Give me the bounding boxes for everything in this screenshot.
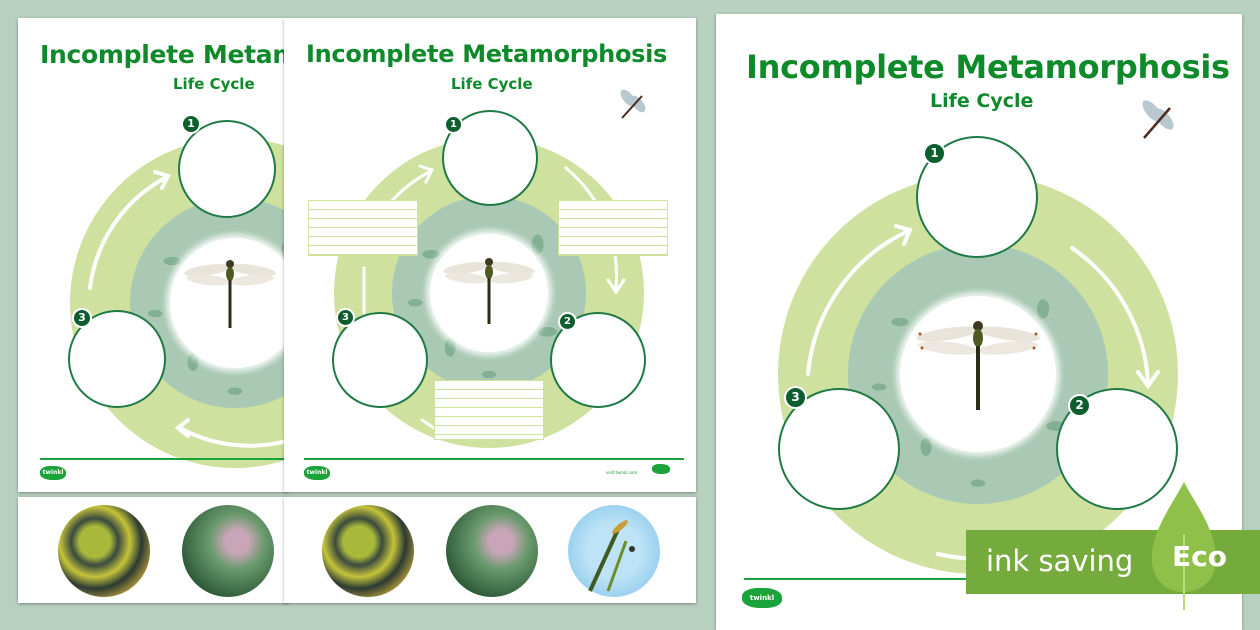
page-subtitle: Life Cycle xyxy=(451,75,533,93)
stage-circle-3[interactable] xyxy=(778,388,900,510)
twinkl-logo: twinkl xyxy=(40,466,66,480)
twinkl-logo: twinkl xyxy=(304,466,330,480)
ink-saving-label: ink saving xyxy=(986,544,1134,578)
dragonfly-image xyxy=(443,258,535,324)
dragonfly-icon xyxy=(620,89,646,119)
eco-leaf-icon xyxy=(1151,482,1217,610)
thumb-nymph-leaves xyxy=(58,505,150,597)
footer-rule xyxy=(304,458,684,460)
footer-rule xyxy=(40,458,288,460)
stage-number-3: 3 xyxy=(336,308,355,327)
thumb-nymph-stem xyxy=(446,505,538,597)
stage-number-1: 1 xyxy=(923,142,946,165)
worksheet-page-middle[interactable]: Incomplete Metamorphosis Life Cycle 1 2 … xyxy=(284,18,696,492)
stage-circle-1[interactable] xyxy=(178,120,276,218)
cutout-strip-middle xyxy=(284,497,696,603)
page-title: Incomplete Metam xyxy=(40,40,288,69)
page-title: Incomplete Metamorphosis xyxy=(306,40,668,68)
thumb-nymph-leaves xyxy=(322,505,414,597)
stage-number-2: 2 xyxy=(558,312,577,331)
worksheet-page-right[interactable]: Incomplete Metamorphosis Life Cycle 1 2 … xyxy=(716,14,1242,630)
page-subtitle: Life Cycle xyxy=(930,90,1034,112)
page-subtitle: Life Cycle xyxy=(173,75,255,93)
twinkl-logo: twinkl xyxy=(742,588,782,608)
stage-circle-2[interactable] xyxy=(550,312,646,408)
writing-box-bottom[interactable] xyxy=(434,380,544,440)
cutout-strip-left xyxy=(18,497,288,603)
stage-number-1: 1 xyxy=(181,114,201,134)
writing-box-right[interactable] xyxy=(558,200,668,256)
thumb-adult-dragonfly xyxy=(568,505,660,597)
page-title: Incomplete Metamorphosis xyxy=(746,48,1230,86)
stage-number-1: 1 xyxy=(444,115,463,134)
dragonfly-image xyxy=(916,321,1040,410)
footer-url: visit twinkl.com xyxy=(606,470,638,475)
writing-box-left[interactable] xyxy=(308,200,418,256)
dragonfly-image xyxy=(184,260,276,328)
thumb-nymph-stem xyxy=(182,505,274,597)
cycle-arrows xyxy=(88,170,288,448)
worksheet-page-left[interactable]: Incomplete Metam Life Cycle 1 3 twinkl xyxy=(18,18,288,492)
stage-circle-3[interactable] xyxy=(332,312,428,408)
stage-number-3: 3 xyxy=(72,308,92,328)
stage-number-3: 3 xyxy=(784,386,807,409)
dragonfly-icon xyxy=(1142,100,1174,139)
twinkl-logo-small xyxy=(652,464,670,474)
stage-number-2: 2 xyxy=(1068,394,1091,417)
dragonfly-on-stem-icon xyxy=(588,520,635,592)
eco-label: Eco xyxy=(1172,540,1227,573)
